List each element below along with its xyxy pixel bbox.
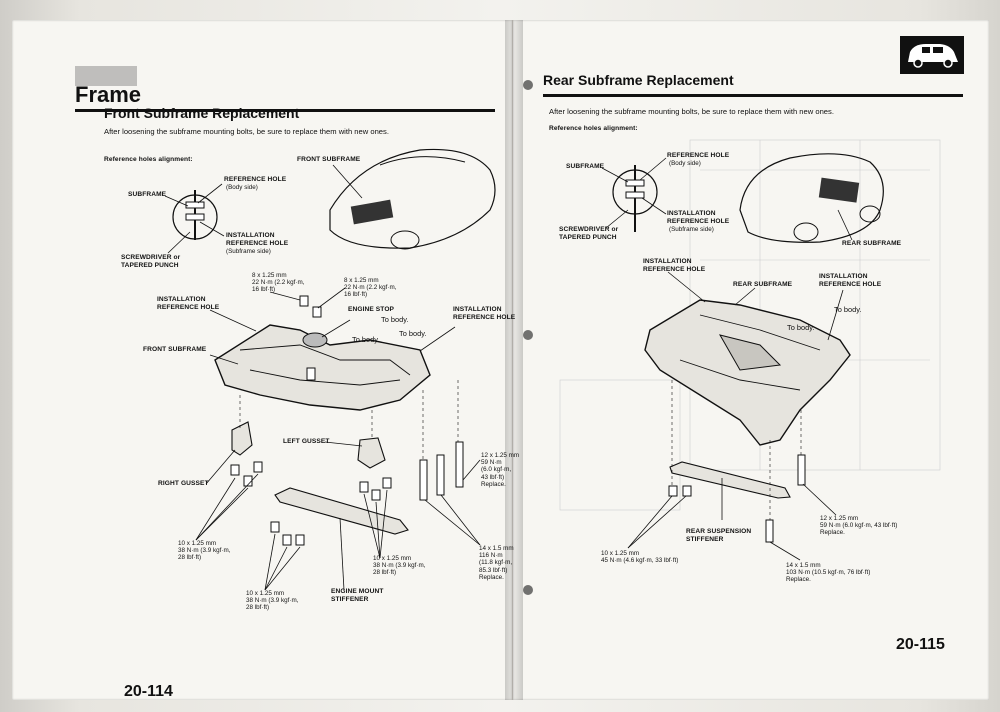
rear-label-installation-1: INSTALLATION	[667, 210, 716, 217]
label-front-subframe-top: FRONT SUBFRAME	[297, 156, 361, 163]
binder-hole-icon	[523, 80, 533, 90]
rear-label-installation-right-2: REFERENCE HOLE	[819, 281, 882, 288]
binder-hole-icon	[523, 585, 533, 595]
rear-label-installation-2: REFERENCE HOLE	[667, 218, 730, 225]
rear-label-installation-left-2: REFERENCE HOLE	[643, 266, 706, 273]
label-installation-1: INSTALLATION	[226, 232, 275, 239]
label-engine-stop: ENGINE STOP	[348, 306, 395, 313]
label-to-body-1: To body.	[381, 315, 409, 324]
torque-spec-b: 8 x 1.25 mm 22 N·m (2.2 kgf·m, 16 lbf·ft…	[344, 277, 397, 299]
label-installation-left-2: REFERENCE HOLE	[157, 304, 220, 311]
label-subframe: SUBFRAME	[128, 191, 167, 198]
rear-subframe-title: Rear Subframe Replacement	[543, 72, 734, 88]
rear-label-to-body-2: To body.	[787, 323, 815, 332]
label-left-gusset: LEFT GUSSET	[283, 438, 330, 445]
rear-torque-spec-b: 10 x 1.25 mm 45 N·m (4.6 kgf·m, 33 lbf·f…	[601, 550, 679, 565]
label-tapered-punch: TAPERED PUNCH	[121, 262, 179, 269]
rear-reference-label: Reference holes alignment:	[549, 125, 638, 132]
page-number-left: 20-114	[124, 683, 173, 700]
label-installation-2: REFERENCE HOLE	[226, 240, 289, 247]
section-header-box	[75, 66, 137, 86]
label-to-body-2: To body.	[352, 335, 380, 344]
section-header-title: Frame	[75, 82, 142, 107]
torque-spec-e: 10 x 1.25 mm 38 N·m (3.9 kgf·m, 28 lbf·f…	[373, 555, 426, 577]
rear-torque-spec-c: 14 x 1.5 mm 103 N·m (10.5 kgf·m, 76 lbf·…	[786, 562, 871, 584]
page-number-right: 20-115	[896, 636, 945, 653]
torque-spec-c: 12 x 1.25 mm 59 N·m (6.0 kgf·m, 43 lbf·f…	[481, 452, 520, 488]
label-installation-right-1: INSTALLATION	[453, 306, 502, 313]
torque-spec-a: 8 x 1.25 mm 22 N·m (2.2 kgf·m, 16 lbf·ft…	[252, 272, 305, 294]
rear-torque-spec-a: 12 x 1.25 mm 59 N·m (6.0 kgf·m, 43 lbf·f…	[820, 515, 898, 537]
rear-header-rule	[543, 94, 963, 97]
book-gutter	[505, 20, 523, 700]
torque-spec-d: 10 x 1.25 mm 38 N·m (3.9 kgf·m, 28 lbf·f…	[178, 540, 231, 562]
front-reference-label: Reference holes alignment:	[104, 156, 193, 163]
rear-intro-text: After loosening the subframe mounting bo…	[549, 107, 834, 116]
rear-label-installation-left-1: INSTALLATION	[643, 258, 692, 265]
section-header-rule	[75, 109, 495, 112]
rear-label-reference-hole-side: (Body side)	[669, 160, 701, 167]
rear-subframe-header: Rear Subframe Replacement	[543, 72, 963, 97]
rear-label-subframe: SUBFRAME	[566, 163, 605, 170]
label-engine-mount-1: ENGINE MOUNT	[331, 588, 384, 595]
torque-spec-g: 10 x 1.25 mm 38 N·m (3.9 kgf·m, 28 lbf·f…	[246, 590, 299, 612]
rear-label-stiffener-1: REAR SUSPENSION	[686, 528, 752, 535]
rear-label-reference-hole: REFERENCE HOLE	[667, 152, 730, 159]
label-installation-side: (Subframe side)	[226, 248, 271, 255]
rear-label-tapered-punch: TAPERED PUNCH	[559, 234, 617, 241]
label-installation-left-1: INSTALLATION	[157, 296, 206, 303]
rear-label-rear-subframe-car: REAR SUBFRAME	[842, 240, 902, 247]
section-header: Frame	[75, 82, 495, 112]
label-right-gusset: RIGHT GUSSET	[158, 480, 209, 487]
front-subframe-title: Front Subframe Replacement	[104, 105, 300, 121]
front-intro-text: After loosening the subframe mounting bo…	[104, 127, 389, 136]
label-screwdriver: SCREWDRIVER or	[121, 254, 181, 261]
label-installation-right-2: REFERENCE HOLE	[453, 314, 516, 321]
label-engine-mount-2: STIFFENER	[331, 596, 369, 603]
label-to-body-3: To body.	[399, 329, 427, 338]
rear-label-installation-right-1: INSTALLATION	[819, 273, 868, 280]
rear-label-to-body-1: To body.	[834, 305, 862, 314]
label-reference-hole-side: (Body side)	[226, 184, 258, 191]
label-front-subframe-left: FRONT SUBFRAME	[143, 346, 207, 353]
rear-label-rear-subframe-top: REAR SUBFRAME	[733, 281, 793, 288]
label-reference-hole: REFERENCE HOLE	[224, 176, 287, 183]
rear-label-installation-side: (Subframe side)	[669, 226, 714, 233]
rear-label-screwdriver: SCREWDRIVER or	[559, 226, 619, 233]
rear-label-stiffener-2: STIFFENER	[686, 536, 724, 543]
binder-hole-icon	[523, 330, 533, 340]
torque-spec-f: 14 x 1.5 mm 116 N·m (11.8 kgf·m, 85.3 lb…	[479, 545, 514, 581]
car-section-icon	[900, 36, 964, 74]
